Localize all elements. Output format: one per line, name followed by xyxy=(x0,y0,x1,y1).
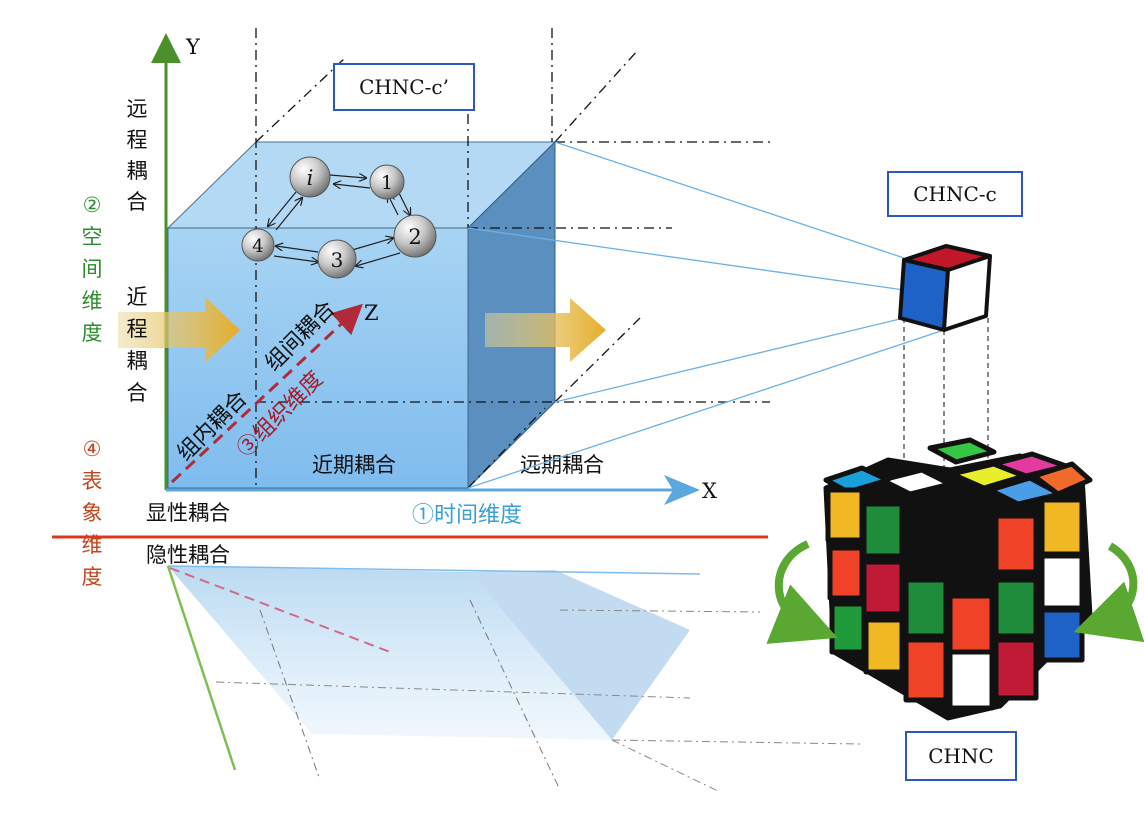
main-cube xyxy=(166,140,557,490)
svg-text:CHNC-c’: CHNC-c’ xyxy=(359,75,449,99)
rotate-right-icon xyxy=(1073,542,1144,643)
svg-text:②: ② xyxy=(83,193,102,217)
small-cell xyxy=(898,244,992,332)
svg-text:近: 近 xyxy=(127,285,148,309)
rubiks-cube xyxy=(823,437,1093,721)
implicit-coupling-label: 隐性耦合 xyxy=(146,543,230,567)
svg-text:i: i xyxy=(307,166,314,190)
svg-text:程: 程 xyxy=(127,317,148,341)
y-axis-label: Y xyxy=(185,35,201,59)
svg-text:度: 度 xyxy=(82,321,103,345)
node-4: 4 xyxy=(241,228,275,262)
near-coupling-label: 近 程 耦 合 xyxy=(127,285,148,405)
svg-text:2: 2 xyxy=(408,225,421,249)
x-axis-label: X xyxy=(702,479,717,503)
node-1: 1 xyxy=(369,164,405,200)
svg-text:3: 3 xyxy=(331,248,344,272)
box-chnc-c-prime xyxy=(333,63,475,111)
svg-text:4: 4 xyxy=(252,236,263,257)
svg-text:维: 维 xyxy=(82,289,103,313)
svg-text:CHNC: CHNC xyxy=(928,744,994,768)
svg-text:象: 象 xyxy=(82,501,103,525)
z-axis xyxy=(170,303,363,484)
node-2: 2 xyxy=(393,214,437,258)
drop-lines xyxy=(903,318,989,520)
svg-text:耦: 耦 xyxy=(127,349,148,373)
svg-text:程: 程 xyxy=(127,128,148,152)
svg-text:远: 远 xyxy=(127,97,148,121)
node-3: 3 xyxy=(317,239,357,279)
rotate-left-icon xyxy=(766,540,838,644)
space-dimension-label: ② 空 间 维 度 xyxy=(82,193,103,345)
node-network: i 1 2 3 4 xyxy=(241,156,437,279)
svg-text:1: 1 xyxy=(381,172,393,194)
z-axis-label: Z xyxy=(364,301,379,325)
svg-text:耦: 耦 xyxy=(127,159,148,183)
svg-text:空: 空 xyxy=(82,225,103,249)
surface-dimension-label: ④ 表 象 维 度 xyxy=(82,437,103,589)
projection-lines xyxy=(467,141,945,489)
svg-text:度: 度 xyxy=(82,565,103,589)
near-term-label: 近期耦合 xyxy=(312,453,396,477)
svg-text:维: 维 xyxy=(82,533,103,557)
svg-text:合: 合 xyxy=(127,381,148,405)
far-coupling-label: 远 程 耦 合 xyxy=(127,97,148,214)
svg-text:表: 表 xyxy=(82,469,103,493)
node-i: i xyxy=(289,156,331,198)
time-dimension-label: ①时间维度 xyxy=(412,503,522,528)
box-chnc-c xyxy=(887,171,1023,217)
svg-text:合: 合 xyxy=(127,190,148,214)
box-chnc xyxy=(905,731,1017,781)
explicit-coupling-label: 显性耦合 xyxy=(146,501,230,525)
svg-text:CHNC-c: CHNC-c xyxy=(913,182,997,206)
svg-text:间: 间 xyxy=(82,257,103,281)
reflection xyxy=(166,565,861,793)
svg-text:④: ④ xyxy=(83,437,102,461)
output-arrow xyxy=(485,298,606,362)
input-arrow xyxy=(118,297,240,363)
cube-front-face xyxy=(167,227,469,489)
